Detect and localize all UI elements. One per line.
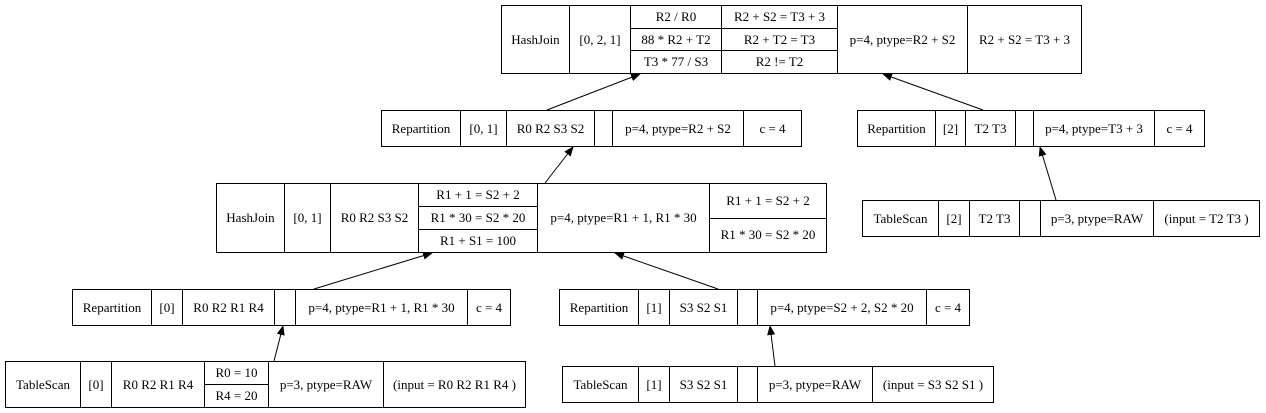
partition-ids: [0, 2, 1] [569,6,630,73]
edge-arrow [614,252,719,290]
operator-label: Repartition [391,120,451,136]
operator-label: HashJoin [226,210,275,225]
expression: R1 + S1 = 100 [419,229,537,252]
operator-label: Repartition [569,299,629,315]
input-info: (input = S3 S2 S1 ) [872,367,993,402]
columns: R0 R2 R1 R4 [182,290,274,325]
edge-arrow [273,325,285,362]
partition-info: p=4, ptype=S2 + 2, S2 * 20 [757,290,926,325]
empty-cell [1015,111,1033,146]
empty-cell [594,111,612,146]
condition-column: R2 + S2 = T3 + 3 R2 + T2 = T3 R2 != T2 [721,6,837,73]
partition-ids: [0, 1] [284,184,330,252]
expression: R1 + 1 = S2 + 2 [436,187,520,202]
expression-column: R2 / R0 88 * R2 + T2 T3 * 77 / S3 [630,6,721,73]
columns: T2 T3 [969,201,1019,236]
condition: R2 + S2 = T3 + 3 [733,8,826,24]
columns: S3 S2 S1 [669,367,737,402]
join-condition: R2 + S2 = T3 + 3 [967,6,1081,73]
tablescan-node-1[interactable]: TableScan [1] S3 S2 S1 p=3, ptype=RAW (i… [562,366,994,403]
empty-cell [737,290,757,325]
partition-ids: [0, 1] [460,111,506,146]
count: c = 4 [926,290,969,325]
columns: T2 T3 [965,111,1015,146]
edge-arrow [1038,146,1057,201]
partition-info: p=3, ptype=RAW [757,367,872,402]
operator-label: Repartition [82,299,142,315]
expression-column: R1 + 1 = S2 + 2 R1 * 30 = S2 * 20 R1 + S… [418,184,537,252]
expression: R2 / R0 [655,8,697,24]
partition-ids: [1] [638,367,669,402]
input-info: (input = T2 T3 ) [1153,201,1259,236]
operator-label: TableScan [16,376,70,392]
filter: R4 = 20 [205,384,268,407]
columns: R0 R2 S3 S2 [330,184,418,252]
columns: S3 S2 S1 [669,290,737,325]
join-condition: R1 * 30 = S2 * 20 [710,217,826,253]
partition-ids: [2] [938,201,969,236]
expression: R1 * 30 = S2 * 20 [419,206,537,229]
partition-ids: [0] [151,290,182,325]
operator-label: TableScan [573,376,628,392]
partition-info: p=4, ptype=R2 + S2 [612,111,743,146]
condition: R2 + T2 = T3 [722,27,837,51]
repartition-node-0-1[interactable]: Repartition [0, 1] R0 R2 S3 S2 p=4, ptyp… [381,110,802,147]
partition-ids: [0] [80,362,111,407]
condition: R2 != T2 [722,50,837,73]
join-condition-column: R1 + 1 = S2 + 2 R1 * 30 = S2 * 20 [709,184,826,252]
partition-ids: [2] [935,111,965,146]
edge-arrow [313,251,433,290]
filter: R0 = 10 [215,365,258,380]
filter-column: R0 = 10 R4 = 20 [204,362,268,407]
edge-arrow [546,73,641,111]
operator-label: Repartition [867,120,926,136]
root-hashjoin-node[interactable]: HashJoin [0, 2, 1] R2 / R0 88 * R2 + T2 … [501,5,1082,74]
repartition-node-2[interactable]: Repartition [2] T2 T3 p=4, ptype=T3 + 3 … [857,110,1205,147]
partition-info: p=3, ptype=RAW [268,362,383,407]
operator-label: HashJoin [511,31,560,47]
partition-info: p=4, ptype=R2 + S2 [837,6,967,73]
partition-info: p=4, ptype=R1 + 1, R1 * 30 [295,290,467,325]
tablescan-node-0[interactable]: TableScan [0] R0 R2 R1 R4 R0 = 10 R4 = 2… [5,361,526,408]
operator-label: TableScan [873,210,928,226]
partition-info: p=4, ptype=R1 + 1, R1 * 30 [537,184,709,252]
columns: R0 R2 S3 S2 [506,111,594,146]
columns: R0 R2 R1 R4 [111,362,204,407]
partition-ids: [1] [638,290,669,325]
hashjoin-node-0-1[interactable]: HashJoin [0, 1] R0 R2 S3 S2 R1 + 1 = S2 … [216,183,827,253]
expression: T3 * 77 / S3 [631,50,721,73]
repartition-node-1[interactable]: Repartition [1] S3 S2 S1 p=4, ptype=S2 +… [559,289,970,326]
expression: 88 * R2 + T2 [631,27,721,51]
partition-info: p=3, ptype=RAW [1040,201,1153,236]
join-condition: R1 + 1 = S2 + 2 [726,192,810,208]
partition-info: p=4, ptype=T3 + 3 [1033,111,1154,146]
repartition-node-0[interactable]: Repartition [0] R0 R2 R1 R4 p=4, ptype=R… [72,289,511,326]
count: c = 4 [1154,111,1204,146]
tablescan-node-2[interactable]: TableScan [2] T2 T3 p=3, ptype=RAW (inpu… [862,200,1260,237]
edge-arrow [544,146,574,184]
edge-arrow [882,73,984,111]
empty-cell [274,290,295,325]
input-info: (input = R0 R2 R1 R4 ) [383,362,525,407]
count: c = 4 [743,111,801,146]
empty-cell [737,367,757,402]
count: c = 4 [467,290,510,325]
empty-cell [1019,201,1040,236]
edge-arrow [767,325,776,367]
